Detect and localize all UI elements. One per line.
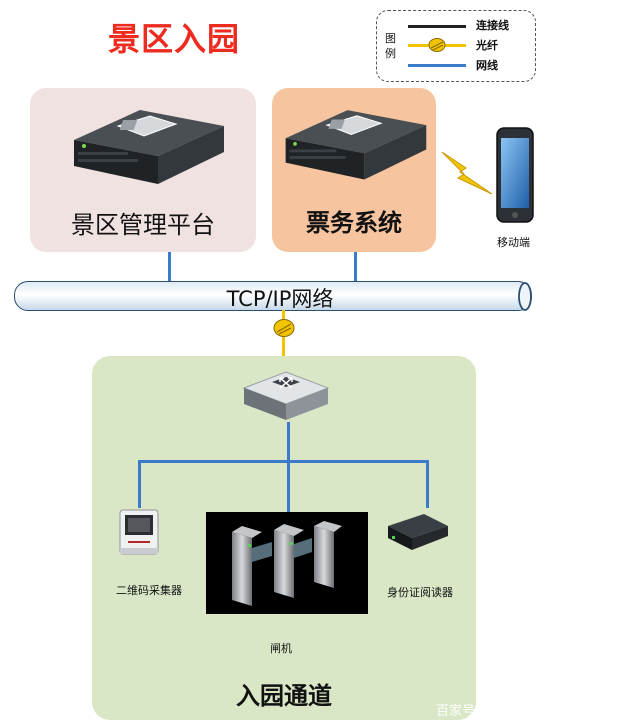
ticketing-system-label: 票务系统 [306, 209, 402, 237]
qr-scanner-label: 二维码采集器 [116, 584, 182, 597]
legend [376, 10, 536, 82]
server-icon [285, 110, 427, 180]
server-icon [74, 110, 224, 184]
management-network-link [168, 252, 171, 282]
turnstile-gate-icon [232, 521, 342, 606]
watermark: 百家号 [436, 704, 476, 719]
legend-label-fiber: 光纤 [476, 39, 498, 52]
barcode-scanner-icon [119, 509, 159, 555]
access-bus-line [138, 460, 429, 463]
switch-downlink [287, 422, 290, 512]
diagram-title: 景区入园 [108, 20, 241, 58]
network-bus [14, 281, 532, 311]
smartphone-icon [496, 127, 534, 223]
ticketing-network-link [354, 252, 357, 282]
entry-channel-label: 入园通道 [236, 682, 332, 710]
network-switch-icon [242, 371, 330, 420]
management-platform-label: 景区管理平台 [71, 211, 215, 239]
mobile-label: 移动端 [497, 236, 530, 249]
gate-label: 闸机 [270, 642, 292, 655]
lightning-icon [441, 151, 493, 195]
fiber-connector-icon [428, 38, 446, 52]
id-reader-label: 身份证阅读器 [387, 586, 453, 599]
legend-label-connection: 连接线 [476, 19, 509, 32]
fiber-connector-icon [273, 319, 295, 337]
legend-label-network: 网线 [476, 59, 498, 72]
legend-line-network [408, 64, 466, 67]
card-reader-icon [388, 514, 448, 550]
legend-line-connection [408, 25, 466, 28]
id-reader-link [426, 460, 429, 508]
network-label: TCP/IP网络 [226, 287, 334, 311]
network-bus-end [518, 282, 532, 311]
qr-scanner-link [138, 460, 141, 508]
legend-header: 图例 [385, 32, 396, 60]
